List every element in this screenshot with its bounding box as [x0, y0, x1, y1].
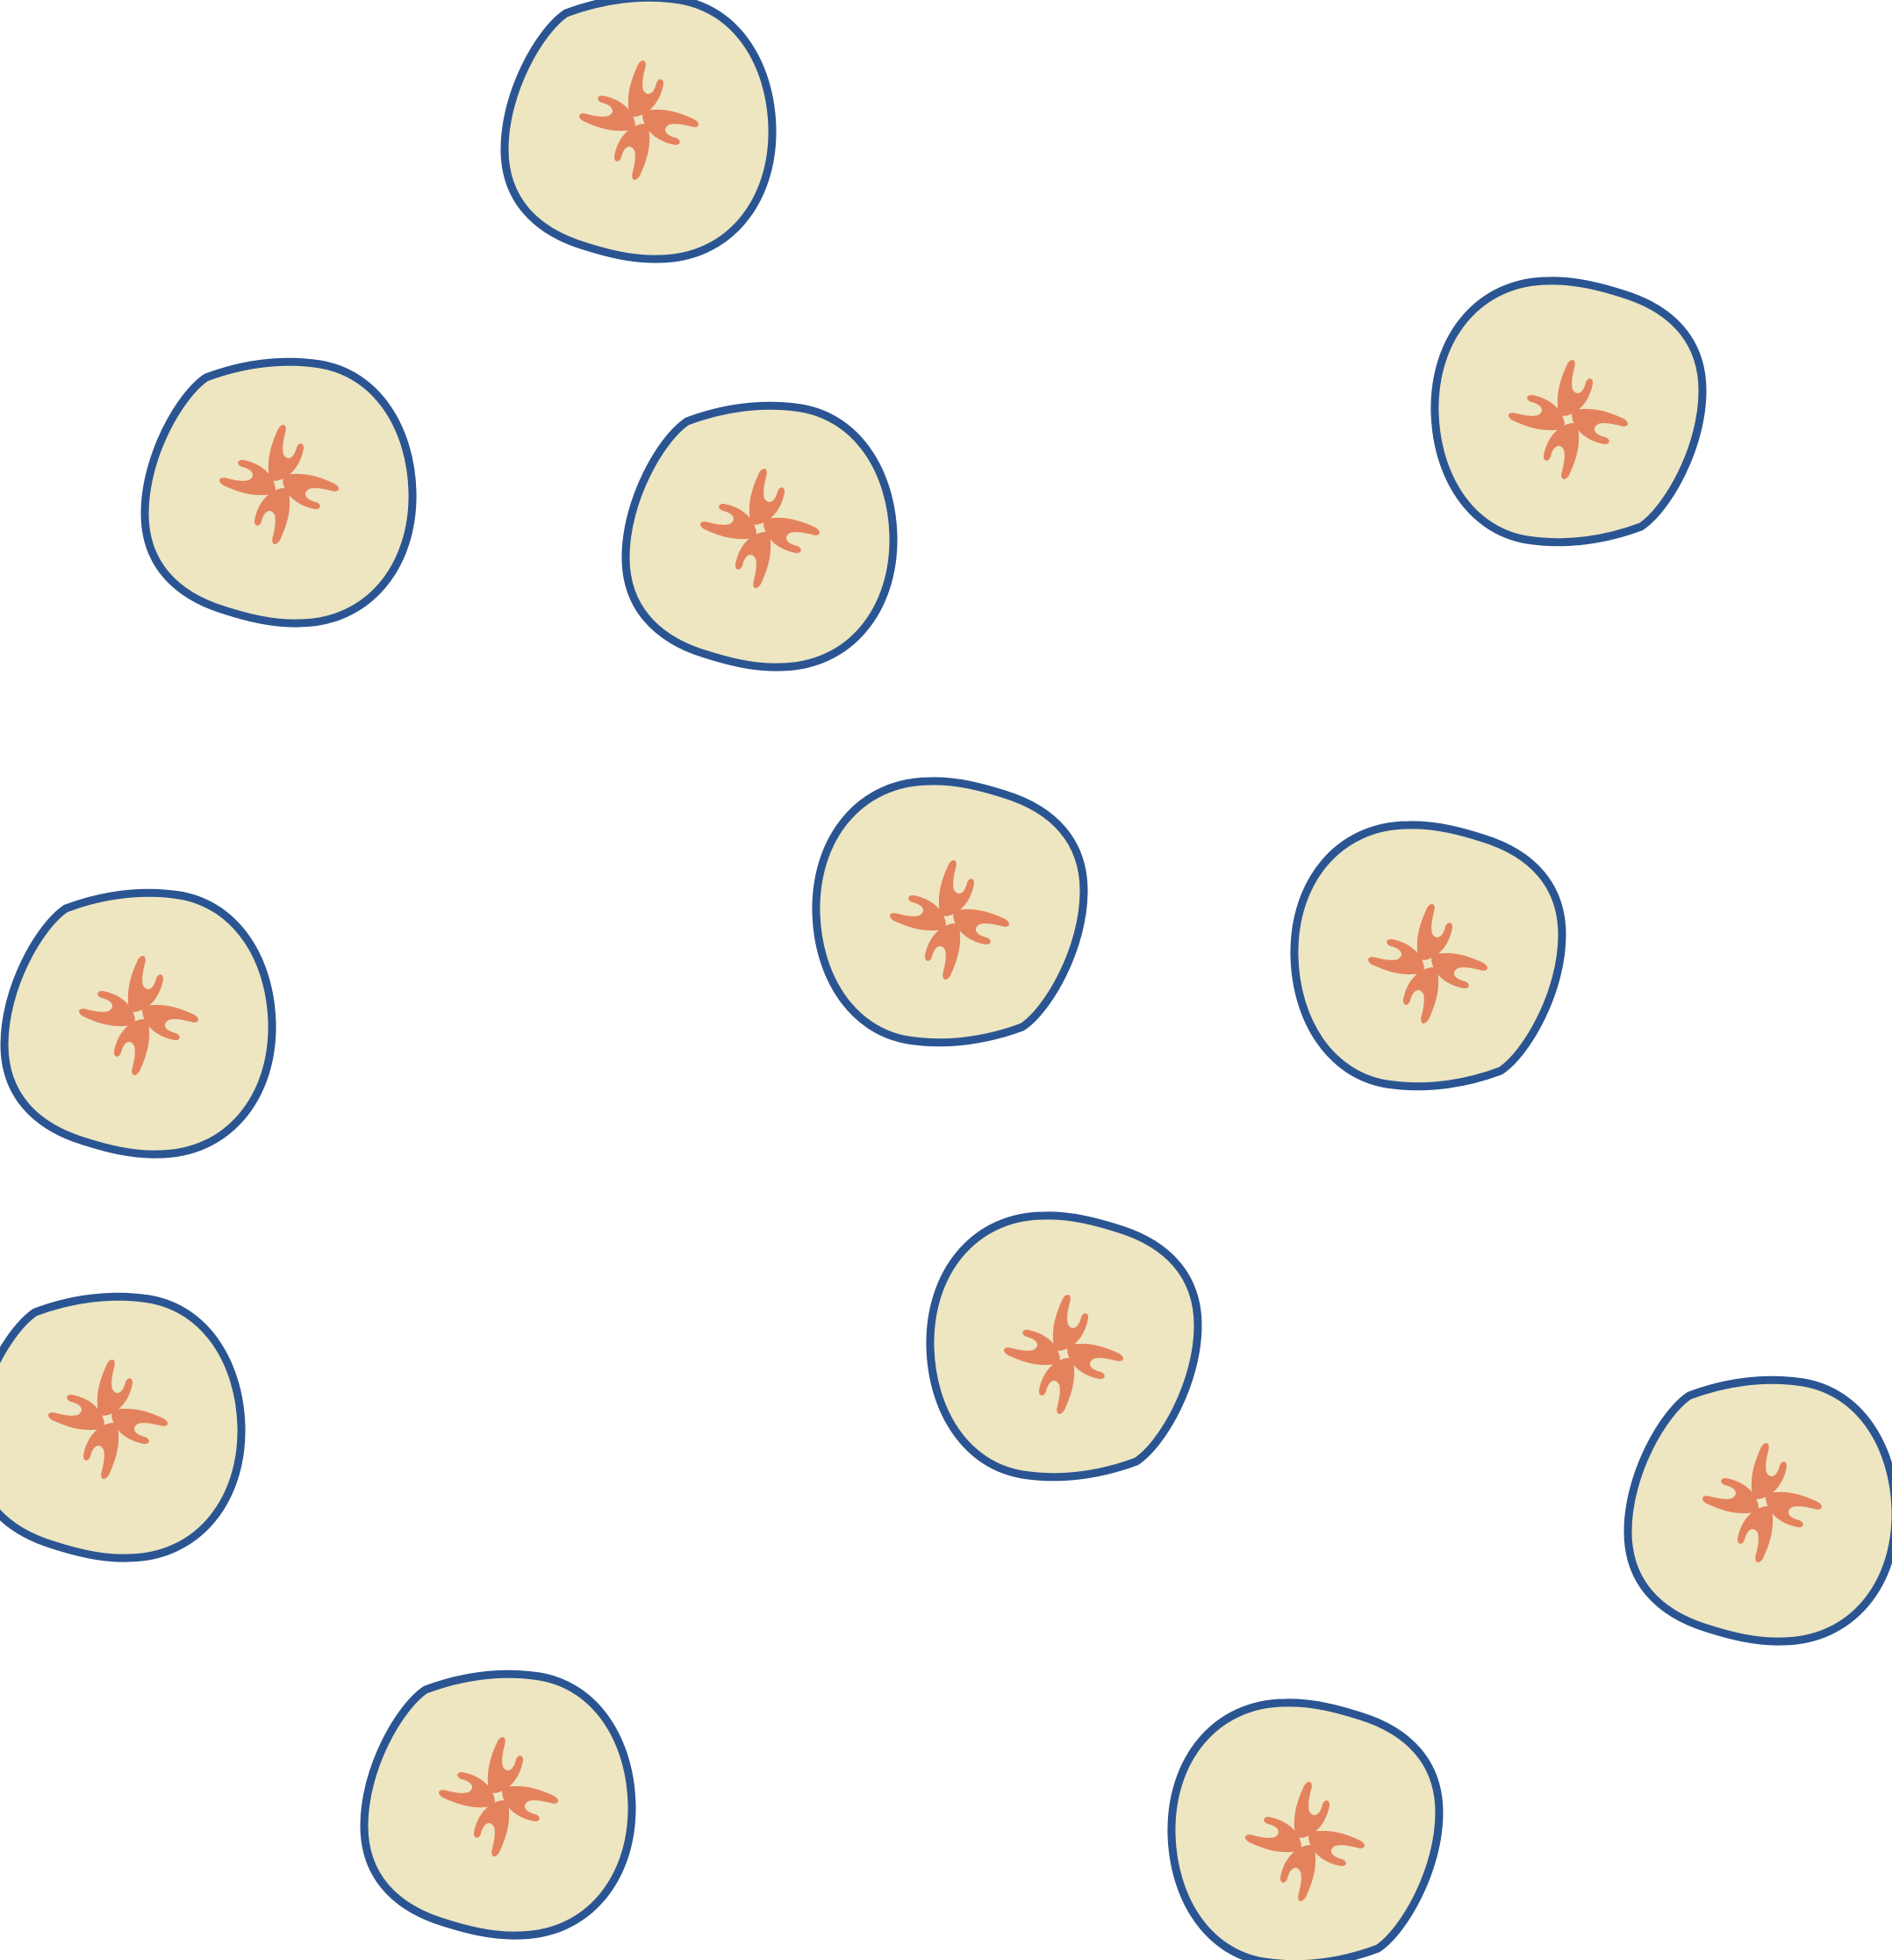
cucumber-slice-icon [500, 0, 777, 263]
cucumber-slice-icon [360, 1669, 636, 1940]
cucumber-slice-icon [0, 888, 276, 1159]
cucumber-slice-icon [0, 1292, 246, 1562]
cucumber-slice-icon [812, 777, 1088, 1047]
cucumber-slice-icon [1430, 276, 1707, 547]
cucumber-slice-icon [621, 401, 898, 671]
cucumber-slice-icon [1167, 1698, 1444, 1960]
cucumber-slice-icon [1290, 821, 1566, 1091]
cucumber-slice-icon [926, 1211, 1202, 1482]
cucumber-slice-icon [140, 357, 417, 628]
cucumber-slice-icon [1623, 1375, 1892, 1646]
